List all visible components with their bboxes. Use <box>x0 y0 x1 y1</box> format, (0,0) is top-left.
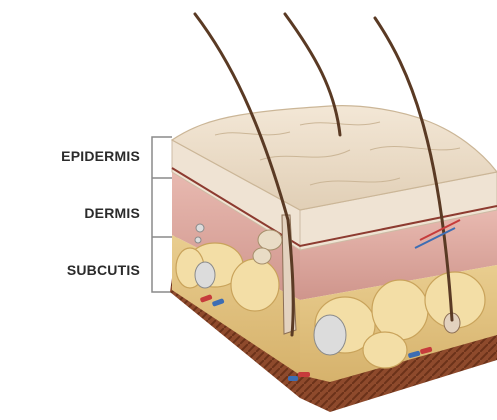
label-epidermis: EPIDERMIS <box>10 148 140 164</box>
label-subcutis: SUBCUTIS <box>10 262 140 278</box>
label-dermis: DERMIS <box>10 205 140 221</box>
